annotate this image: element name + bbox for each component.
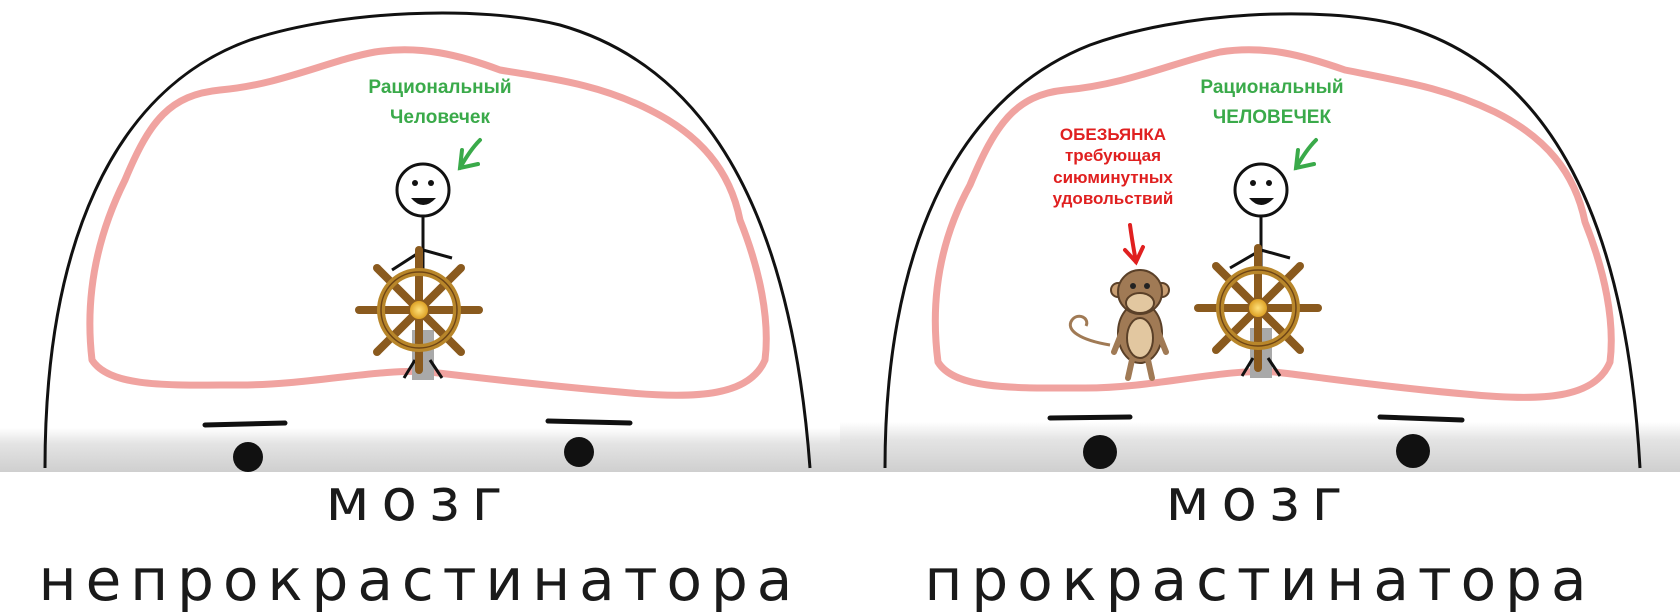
rational-human-label: Рациональный Человечек <box>360 76 520 130</box>
label-line: Рациональный <box>368 77 512 98</box>
brain-outline <box>86 46 770 399</box>
right-eye <box>1396 434 1430 468</box>
ship-wheel-icon <box>1194 244 1322 372</box>
floor <box>840 422 1680 472</box>
caption-subtitle: непрокрастинатора <box>38 546 802 614</box>
right-panel: Рациональный ЧЕЛОВЕЧЕК ОБЕЗЬЯНКА требующ… <box>840 0 1680 615</box>
right-eye <box>564 437 594 467</box>
head-illustration <box>0 11 840 472</box>
arrow-icon <box>1293 138 1318 171</box>
rational-human-label: Рациональный ЧЕЛОВЕЧЕК <box>1192 76 1352 130</box>
label-line: ЧЕЛОВЕЧЕК <box>1212 106 1332 128</box>
caption-title: мозг <box>1165 466 1355 534</box>
right-eyebrow <box>545 418 633 426</box>
left-eye <box>1083 435 1117 469</box>
monkey-label: ОБЕЗЬЯНКА требующая сиюминутных удовольс… <box>1038 124 1188 209</box>
left-eyebrow <box>1047 414 1133 421</box>
head-outline <box>43 11 812 469</box>
label-line: ОБЕЗЬЯНКА <box>1059 125 1167 144</box>
floor <box>0 428 840 472</box>
monkey-icon <box>1068 269 1170 381</box>
arrow-icon <box>1123 223 1145 266</box>
head-illustration <box>840 12 1680 472</box>
label-line: Человечек <box>390 106 490 128</box>
right-eyebrow <box>1377 414 1465 423</box>
label-line: Рациональный <box>1200 77 1344 98</box>
arrow-icon <box>457 138 482 171</box>
left-panel: Рациональный Человечек мозг непрокрастин… <box>0 11 840 614</box>
label-line: сиюминутных <box>1053 167 1173 187</box>
caption-title: мозг <box>325 466 515 534</box>
label-line: требующая <box>1064 146 1162 166</box>
caption-subtitle: прокрастинатора <box>924 546 1596 614</box>
left-eyebrow <box>202 420 288 428</box>
ship-wheel-icon <box>355 246 483 374</box>
head-outline <box>883 12 1642 469</box>
rational-human-figure <box>1229 162 1291 378</box>
label-line: удовольствий <box>1052 188 1174 208</box>
left-eye <box>233 442 263 472</box>
